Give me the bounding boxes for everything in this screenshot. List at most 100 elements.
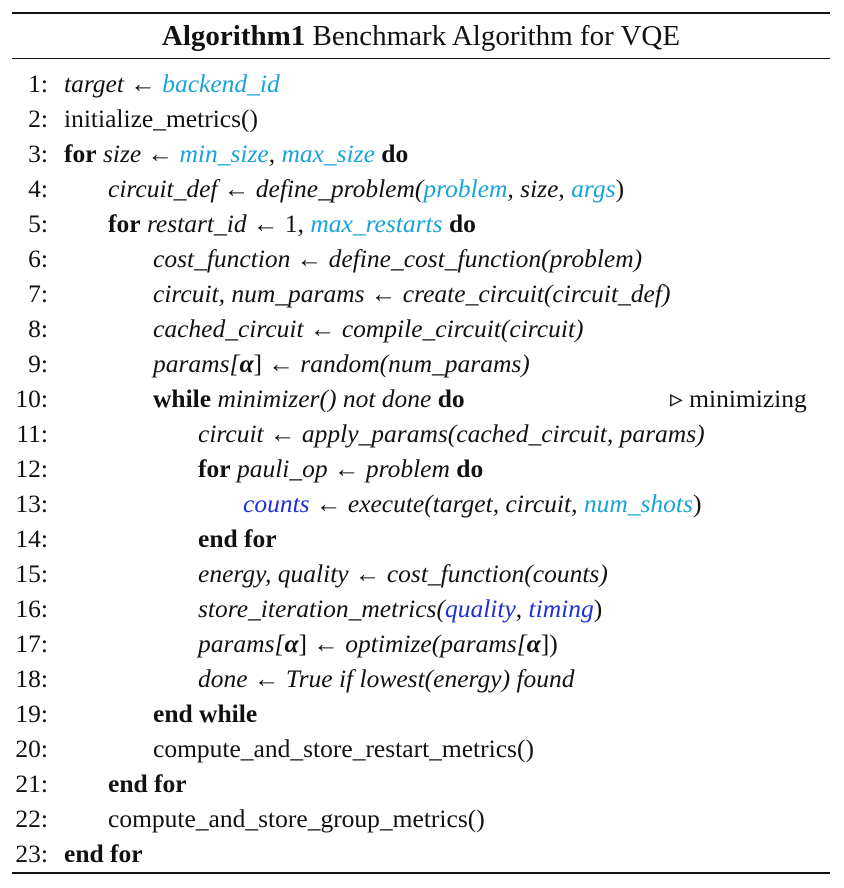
var-min-size: min_size — [179, 139, 269, 168]
bracket-close: ]) — [540, 629, 558, 658]
keyword-do: do — [456, 454, 484, 483]
var-counts: counts — [243, 489, 310, 518]
code-line-8: 8: cached_circuit ← compile_circuit(circ… — [0, 311, 844, 346]
line-content: for size ← min_size, max_size do — [64, 136, 408, 171]
bracket-close: ] — [253, 349, 263, 378]
line-number: 8: — [28, 314, 48, 343]
code-line-21: 21: end for — [0, 766, 844, 801]
line-number: 7: — [28, 279, 48, 308]
line-content: compute_and_store_restart_metrics() — [153, 734, 534, 763]
code-line-3: 3: for size ← min_size, max_size do — [0, 136, 844, 171]
assign-arrow: ← — [354, 559, 381, 588]
keyword-for: for — [198, 454, 231, 483]
var-circuit-num-params: circuit, num_params — [153, 279, 365, 308]
line-number: 17: — [15, 629, 48, 658]
condition-lowest-energy: True if lowest(energy) found — [285, 664, 575, 693]
line-content: target ← backend_id — [64, 66, 280, 101]
line-number: 16: — [15, 594, 48, 623]
var-quality: quality — [444, 594, 516, 623]
code-line-19: 19: end while — [0, 696, 844, 731]
line-content: initialize_metrics() — [64, 104, 259, 133]
top-rule — [12, 12, 830, 14]
code-line-14: 14: end for — [0, 521, 844, 556]
var-pauli-op: pauli_op — [236, 454, 328, 483]
var-num-shots: num_shots — [583, 489, 693, 518]
line-number: 13: — [15, 489, 48, 518]
code-line-4: 4: circuit_def ← define_problem(problem,… — [0, 171, 844, 206]
var-circuit: circuit — [198, 419, 264, 448]
line-number: 9: — [28, 349, 48, 378]
assign-arrow: ← — [370, 279, 397, 308]
line-content: circuit, num_params ← create_circuit(cir… — [153, 276, 670, 311]
code-line-20: 20: compute_and_store_restart_metrics() — [0, 731, 844, 766]
line-content: params[α] ← optimize(params[α]) — [198, 626, 558, 661]
comment-minimizing: ▹ minimizing — [670, 384, 807, 413]
code-line-2: 2: initialize_metrics() — [0, 101, 844, 136]
line-number: 1: — [28, 69, 48, 98]
code-line-23: 23: end for — [0, 836, 844, 871]
fn-apply-params: apply_params(cached_circuit, params) — [301, 419, 705, 448]
line-number: 23: — [15, 839, 48, 868]
var-max-restarts: max_restarts — [310, 209, 443, 238]
var-circuit-def: circuit_def — [108, 174, 218, 203]
code-line-11: 11: circuit ← apply_params(cached_circui… — [0, 416, 844, 451]
var-problem: problem — [365, 454, 450, 483]
algorithm-label: Algorithm1 — [161, 20, 306, 52]
range-start: 1, — [278, 209, 311, 238]
var-restart-id: restart_id — [146, 209, 247, 238]
bottom-rule — [12, 872, 830, 874]
line-number: 12: — [15, 454, 48, 483]
var-cost-function: cost_function — [153, 244, 291, 273]
code-line-22: 22: compute_and_store_group_metrics() — [0, 801, 844, 836]
line-number: 22: — [15, 804, 48, 833]
keyword-end-for: end for — [108, 769, 187, 798]
code-line-12: 12: for pauli_op ← problem do — [0, 451, 844, 486]
assign-arrow: ← — [268, 349, 294, 378]
line-content: done ← True if lowest(energy) found — [198, 661, 575, 696]
keyword-do: do — [448, 209, 476, 238]
comma: , — [515, 594, 529, 623]
line-number: 10: — [15, 384, 48, 413]
line-number: 4: — [28, 174, 48, 203]
line-content: cost_function ← define_cost_function(pro… — [153, 241, 642, 276]
var-energy-quality: energy, quality — [198, 559, 349, 588]
algorithm-caption: Benchmark Algorithm for VQE — [312, 20, 681, 52]
code-line-17: 17: params[α] ← optimize(params[α]) — [0, 626, 844, 661]
code-line-7: 7: circuit, num_params ← create_circuit(… — [0, 276, 844, 311]
line-content: energy, quality ← cost_function(counts) — [198, 556, 608, 591]
line-content: circuit_def ← define_problem(problem, si… — [108, 171, 624, 206]
keyword-end-for: end for — [198, 524, 277, 553]
line-content: store_iteration_metrics(quality, timing) — [198, 591, 602, 626]
var-done: done — [198, 664, 248, 693]
line-content: params[α] ← random(num_params) — [153, 346, 530, 381]
keyword-do: do — [381, 139, 409, 168]
var-problem: problem — [423, 174, 508, 203]
header-rule — [12, 58, 830, 60]
var-timing: timing — [528, 594, 594, 623]
symbol-alpha: α — [284, 629, 299, 658]
assign-arrow: ← — [313, 629, 339, 658]
code-line-16: 16: store_iteration_metrics(quality, tim… — [0, 591, 844, 626]
assign-arrow: ← — [252, 209, 279, 238]
assign-arrow: ← — [147, 139, 174, 168]
assign-arrow: ← — [223, 174, 250, 203]
algorithm-title: Algorithm1 Benchmark Algorithm for VQE — [12, 14, 830, 58]
keyword-while: while — [153, 384, 212, 413]
code-line-9: 9: params[α] ← random(num_params) — [0, 346, 844, 381]
paren-close: ) — [692, 489, 702, 518]
line-content: for restart_id ← 1, max_restarts do — [108, 206, 476, 241]
keyword-do: do — [437, 384, 465, 413]
line-content: compute_and_store_group_metrics() — [108, 804, 485, 833]
keyword-end-for: end for — [64, 839, 143, 868]
line-number: 18: — [15, 664, 48, 693]
line-number: 6: — [28, 244, 48, 273]
var-params: params[ — [198, 629, 285, 658]
symbol-alpha: α — [526, 629, 541, 658]
line-number: 2: — [28, 104, 48, 133]
keyword-end-while: end while — [153, 699, 258, 728]
line-number: 11: — [16, 419, 48, 448]
line-number: 14: — [15, 524, 48, 553]
bracket-close: ] — [298, 629, 308, 658]
fn-define-problem: define_problem( — [255, 174, 424, 203]
arg-size: , size, — [507, 174, 572, 203]
